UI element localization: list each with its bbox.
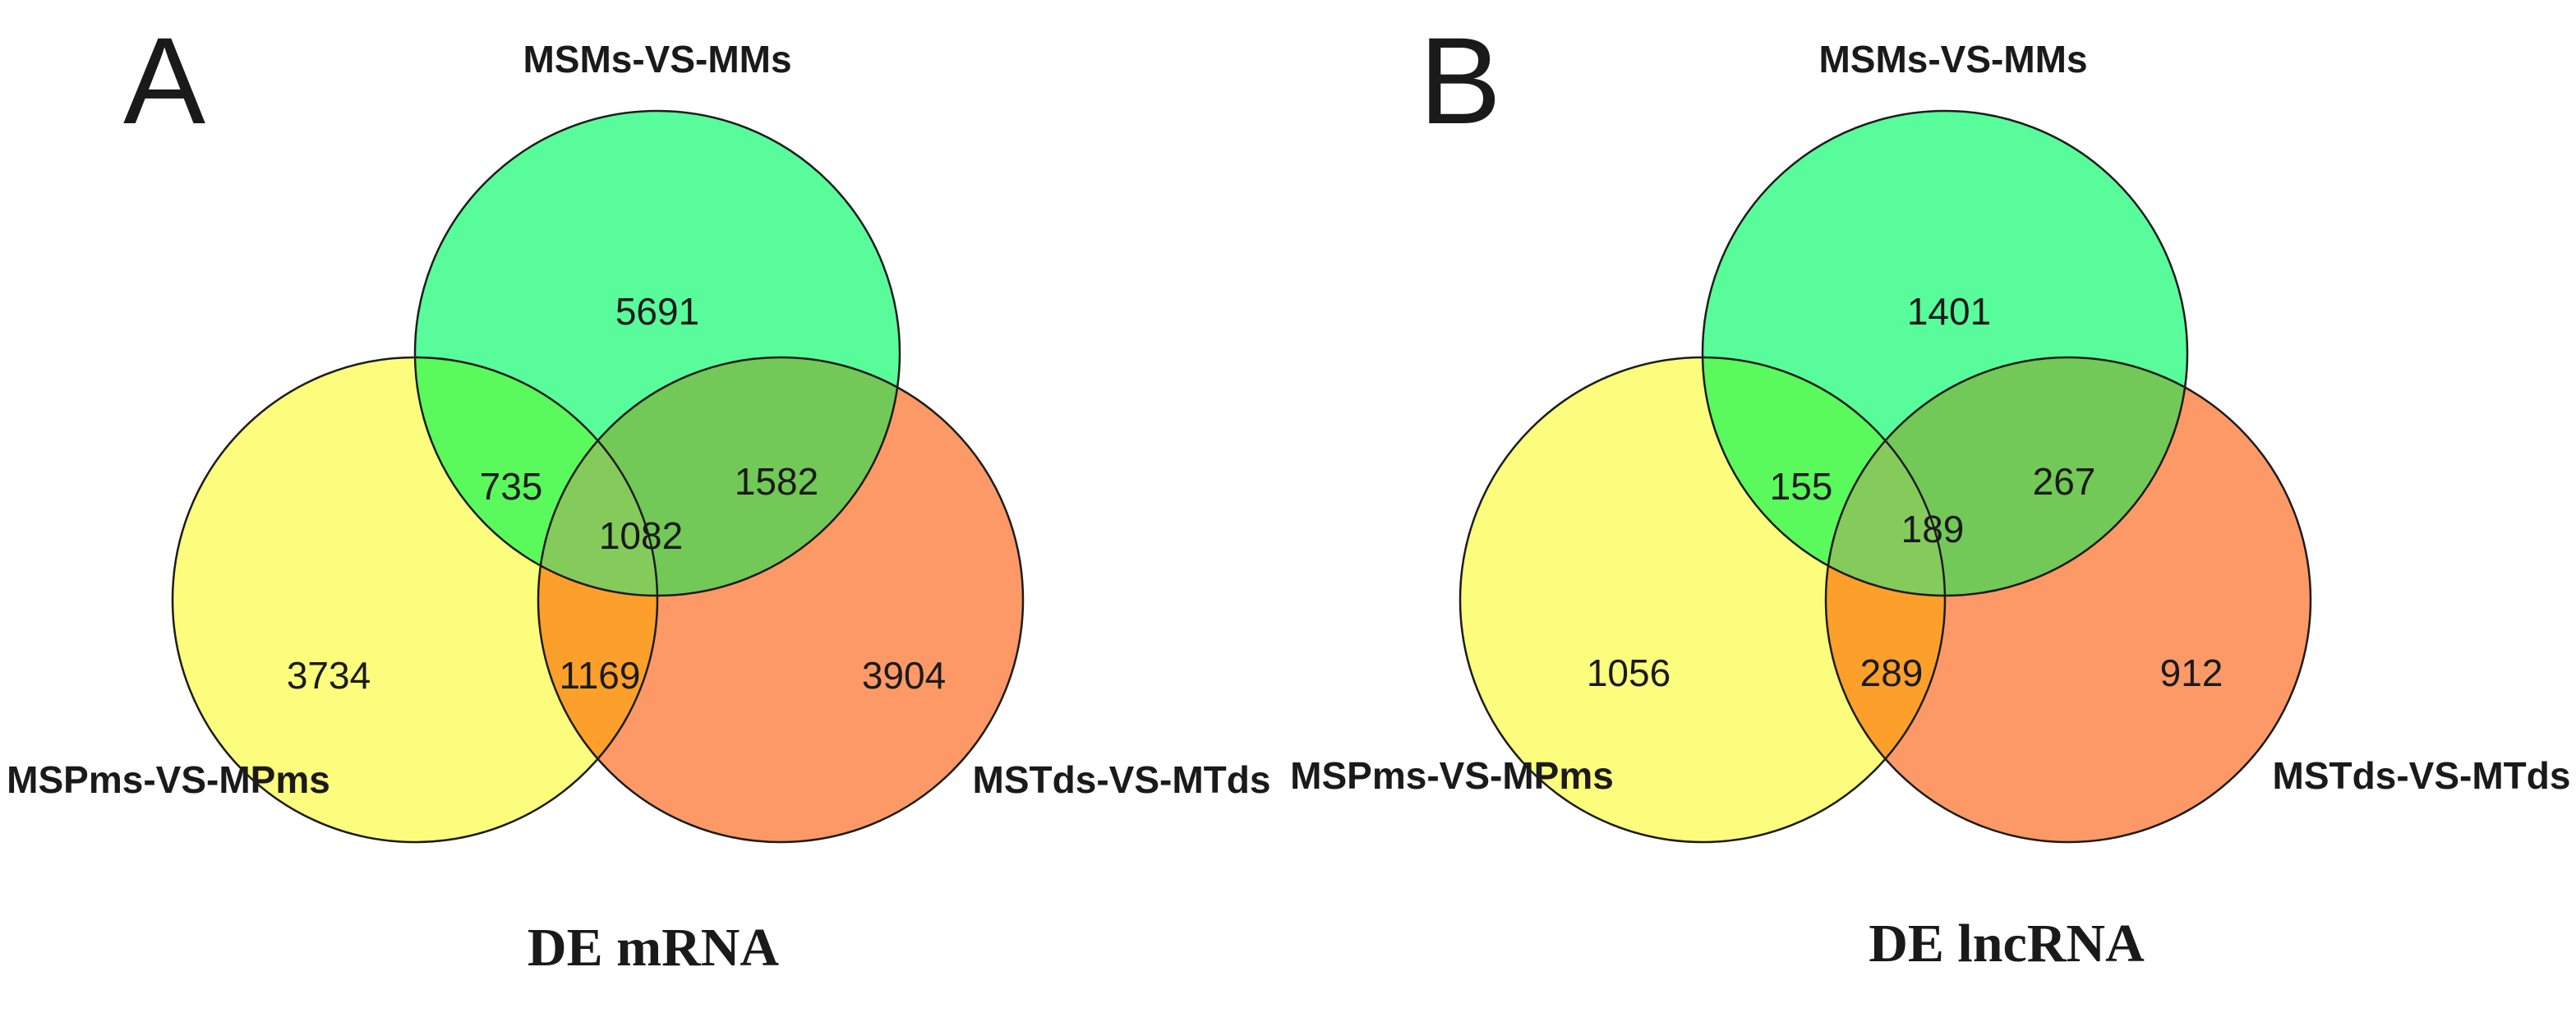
orange-circle-outline bbox=[1824, 356, 2312, 844]
count-top-right: 267 bbox=[2033, 460, 2096, 503]
green-yellow-overlap-fill bbox=[1703, 357, 1945, 596]
green-yellow-overlap-fill bbox=[415, 357, 657, 596]
set-label-top: MSMs-VS-MMs bbox=[523, 38, 791, 81]
yellow-circle-outline bbox=[1459, 356, 1947, 844]
green-overlap-regions bbox=[415, 357, 900, 596]
panel-letter: B bbox=[1419, 12, 1501, 150]
yellow-circle-outline bbox=[171, 356, 659, 844]
panel-letter: A bbox=[123, 12, 205, 150]
orange-circle-outline bbox=[537, 356, 1025, 844]
count-top-right: 1582 bbox=[735, 460, 818, 503]
panel-caption: DE mRNA bbox=[528, 918, 779, 978]
green-overlap-regions bbox=[1703, 357, 2187, 596]
count-center: 189 bbox=[1901, 508, 1965, 550]
count-left-right: 1169 bbox=[560, 654, 641, 697]
count-left-right: 289 bbox=[1860, 652, 1924, 694]
count-right-only: 3904 bbox=[862, 654, 946, 697]
panel-caption: DE lncRNA bbox=[1869, 914, 2145, 974]
set-label-left: MSPms-VS-MPms bbox=[7, 758, 330, 801]
venn-panel-a: A MSMs-VS-MMs MSPms-VS-MPms MSTds-VS-MTd… bbox=[7, 12, 1271, 978]
green-orange-overlap-fill bbox=[1826, 357, 2187, 596]
count-top-left: 155 bbox=[1770, 465, 1833, 508]
count-center: 1082 bbox=[599, 514, 683, 557]
count-left-only: 1056 bbox=[1587, 652, 1670, 694]
count-top-only: 5691 bbox=[615, 290, 699, 333]
set-label-top: MSMs-VS-MMs bbox=[1818, 38, 2087, 81]
count-left-only: 3734 bbox=[287, 654, 371, 697]
venn-panel-b: B MSMs-VS-MMs MSPms-VS-MPms MSTds-VS-MTd… bbox=[1290, 12, 2571, 974]
green-orange-overlap-fill bbox=[538, 357, 900, 596]
count-top-left: 735 bbox=[480, 465, 543, 508]
set-label-left: MSPms-VS-MPms bbox=[1290, 754, 1614, 797]
set-label-right: MSTds-VS-MTds bbox=[2273, 754, 2571, 797]
set-label-right: MSTds-VS-MTds bbox=[973, 758, 1271, 801]
count-top-only: 1401 bbox=[1907, 290, 1991, 333]
count-right-only: 912 bbox=[2160, 652, 2223, 694]
